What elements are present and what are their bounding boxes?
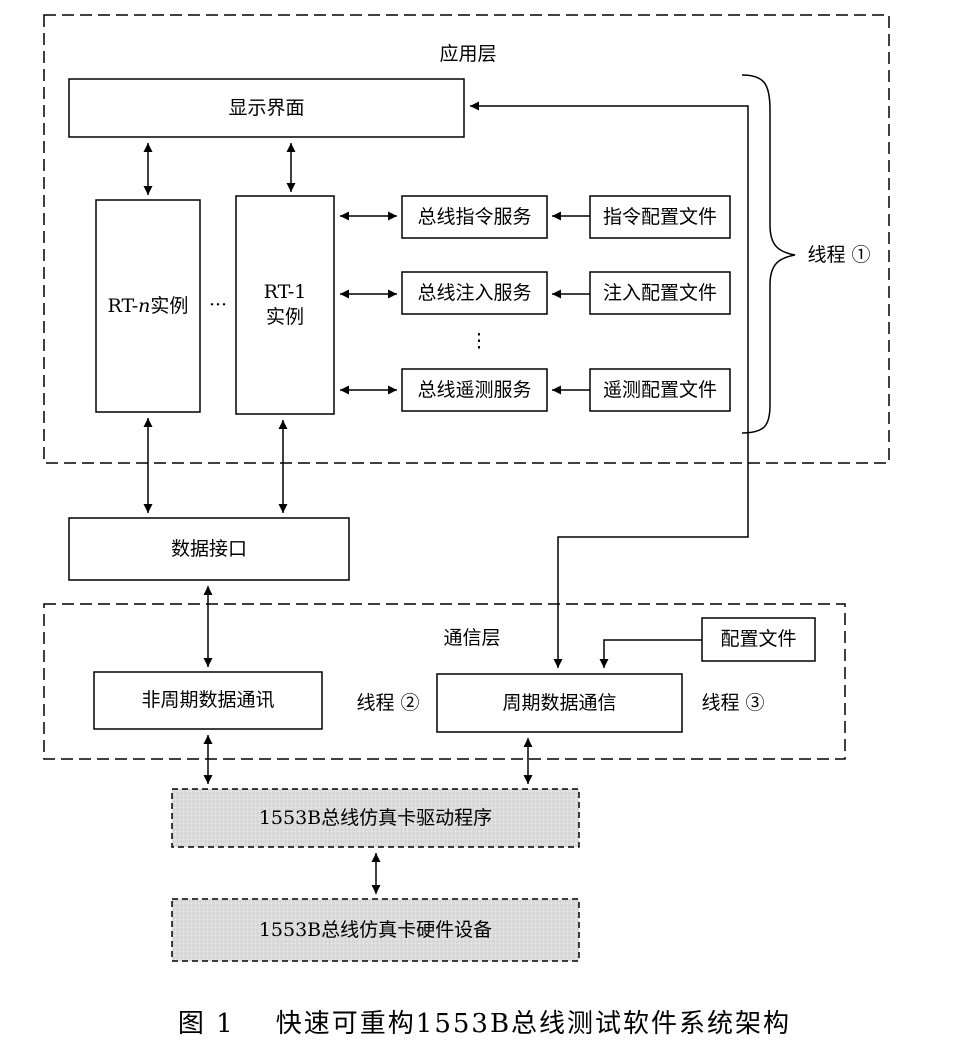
bus-inject-service-label: 总线注入服务 (417, 281, 532, 304)
driver-label: 1553B总线仿真卡驱动程序 (258, 806, 493, 829)
arrow-config-periodic (599, 639, 702, 668)
periodic-comm-box (436, 673, 683, 733)
arrow-thread1-periodic (553, 432, 749, 668)
rt-n-suffix: 实例 (150, 294, 189, 317)
rt-1-instance-label: RT-1 实例 (236, 196, 334, 414)
periodic-comm-label: 周期数据通信 (502, 691, 617, 714)
vertical-ellipsis: ⋮ (469, 329, 489, 352)
rt-1-suffix: 实例 (265, 306, 304, 328)
communication-layer-frame (43, 603, 846, 760)
config-file-label: 配置文件 (720, 628, 797, 650)
communication-layer-label: 通信层 (443, 626, 501, 649)
telemetry-config-box (589, 368, 731, 412)
thread-3-label: 线程 ③ (701, 691, 765, 714)
rt-n-index: n (138, 294, 151, 317)
hardware-label: 1553B总线仿真卡硬件设备 (258, 918, 493, 941)
aperiodic-comm-label: 非周期数据通讯 (141, 689, 275, 711)
driver-box (171, 788, 580, 848)
horizontal-ellipsis: ··· (208, 293, 228, 316)
display-ui-box (68, 78, 465, 138)
rt-1-name: RT-1 (263, 281, 307, 303)
display-ui-label: 显示界面 (228, 96, 305, 119)
command-config-label: 指令配置文件 (602, 205, 717, 228)
bus-command-service-label: 总线指令服务 (417, 205, 532, 228)
bus-command-service-box (401, 195, 548, 239)
thread-1-brace (741, 74, 796, 434)
thread-1-label: 线程 ① (807, 243, 871, 266)
hardware-box (171, 898, 580, 962)
arrow-thread1-display (470, 101, 749, 432)
rt-1-instance-box (235, 195, 335, 415)
telemetry-config-label: 遥测配置文件 (602, 378, 717, 401)
inject-config-box (589, 271, 731, 315)
thread-2-label: 线程 ② (356, 691, 420, 714)
aperiodic-comm-box (93, 671, 323, 730)
application-layer-frame (43, 14, 890, 464)
bus-telemetry-service-label: 总线遥测服务 (417, 378, 532, 401)
bus-inject-service-box (401, 271, 548, 315)
rt-n-prefix: RT- (107, 294, 139, 317)
rt-n-instance-box (95, 199, 201, 413)
data-interface-box (68, 517, 350, 581)
figure-caption: 图 1 快速可重构1553B总线测试软件系统架构 (177, 1009, 792, 1039)
data-interface-label: 数据接口 (170, 537, 247, 560)
bus-telemetry-service-box (401, 368, 548, 412)
command-config-box (589, 195, 731, 239)
inject-config-label: 注入配置文件 (602, 281, 717, 304)
config-file-box (701, 617, 816, 662)
application-layer-label: 应用层 (439, 42, 497, 65)
